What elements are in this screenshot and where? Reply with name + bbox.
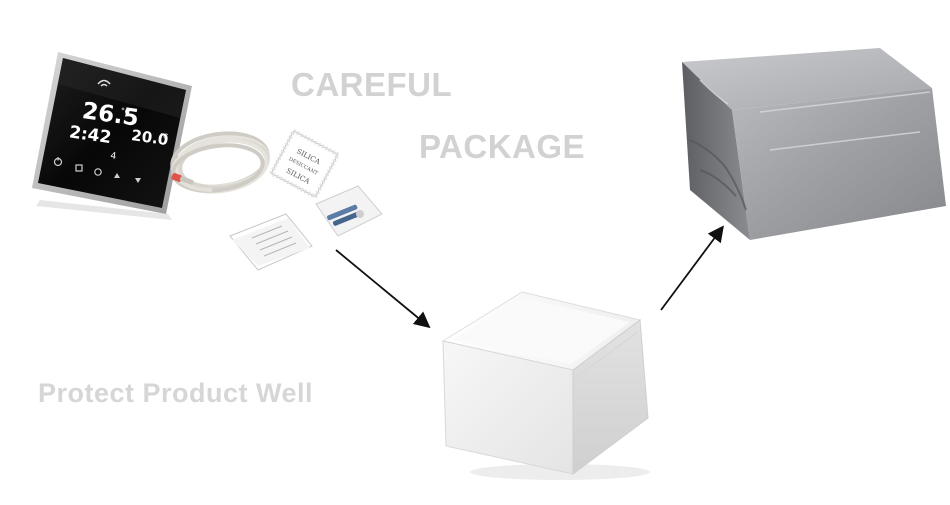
careful-caption: CAREFUL: [291, 66, 453, 103]
user-manual: [229, 213, 313, 271]
down-arrow-icon[interactable]: [135, 178, 141, 183]
screw-bag: [315, 185, 383, 237]
thermostat-face: [38, 58, 186, 208]
package-caption: PACKAGE: [419, 128, 586, 165]
arrow-to-box: [335, 249, 431, 329]
silica-gel-pack: SILICA DESICCANT SILICA: [268, 128, 341, 200]
wifi-icon: [97, 79, 111, 87]
arrow-to-wrapped-box: [660, 225, 724, 311]
clock-icon[interactable]: [94, 168, 102, 176]
mode-icon[interactable]: [75, 164, 83, 172]
set-temperature-unit: °C: [159, 132, 169, 141]
foil-wrapped-box: [682, 48, 946, 240]
screw-icon: [327, 204, 362, 226]
set-temperature: 20.0: [130, 126, 169, 149]
sensor-cable: [170, 131, 270, 194]
thermostat-photo: 26.5 °C 20.0 °C 2:42 4: [32, 52, 192, 220]
protect-caption: Protect Product Well: [38, 378, 314, 408]
room-temperature-unit: °C: [120, 106, 131, 116]
power-icon[interactable]: [53, 157, 63, 167]
weekday-number: 4: [110, 151, 117, 162]
cable-sensor-tip: [171, 173, 194, 185]
white-carton-box: [441, 291, 650, 480]
up-arrow-icon[interactable]: [114, 173, 120, 178]
